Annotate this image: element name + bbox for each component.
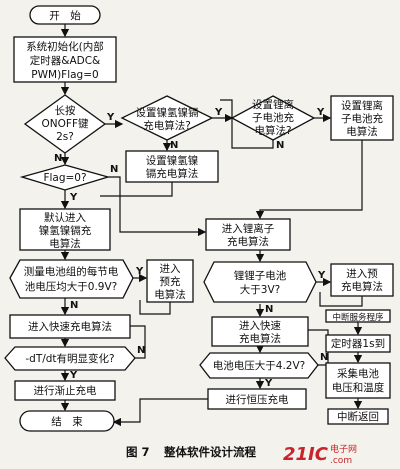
watermark-logo: 21IC xyxy=(283,444,329,465)
start-terminal xyxy=(29,5,101,25)
branch-labels: Y Y Y N N N Y N Y N N Y Y N N Y xyxy=(54,107,328,389)
init-line-1: 系统初始化(内部 xyxy=(26,40,104,53)
pre-charge-b-box xyxy=(330,263,394,297)
init-box xyxy=(13,36,117,83)
collect-line-1: 采集电池 xyxy=(337,367,379,380)
flag-decision xyxy=(19,164,111,191)
collect-line-2: 电压和温度 xyxy=(332,381,385,394)
fast-charge-a-label: 进入快速充电算法 xyxy=(28,320,112,333)
li-3v-line-1: 锂锂子电池 xyxy=(234,269,287,282)
no-label-measure: N xyxy=(70,300,78,311)
dtdt-label: -dT/dt有明显变化? xyxy=(25,352,114,365)
long-press-line-1: 长按 xyxy=(55,104,76,117)
dtdt-decision xyxy=(4,346,136,371)
no-label-dtdt: N xyxy=(137,345,145,356)
fast-charge-b-box xyxy=(211,316,309,347)
trickle-box xyxy=(14,380,116,401)
caption-title: 整体软件设计流程 xyxy=(163,445,256,459)
fast-charge-b-line-1: 进入快速 xyxy=(239,320,281,332)
init-line-2: 定时器&ADC& xyxy=(30,54,100,67)
measure-line-1: 测量电池组的每节电 xyxy=(24,265,119,278)
long-press-line-3: 2s? xyxy=(56,131,74,143)
no-label-long-press: N xyxy=(54,153,62,164)
set-li-q-line-1: 设置锂离 xyxy=(252,98,294,111)
interrupt-return-label: 中断返回 xyxy=(337,410,379,423)
pre-charge-b-line-2: 充电算法 xyxy=(341,280,383,293)
no-label-flag: N xyxy=(110,164,118,175)
timer-box xyxy=(325,334,391,353)
set-li-q-line-2: 子电池充 xyxy=(252,111,294,124)
measure-cell-decision xyxy=(9,259,134,299)
set-nicd-q-line-1: 设置镍氢镍镉 xyxy=(136,106,199,119)
default-nicd-line-2: 镍氢镍镉充 xyxy=(39,224,92,237)
start-label: 开 始 xyxy=(49,9,81,22)
yes-label-long-press: Y xyxy=(106,112,115,123)
const-voltage-box xyxy=(207,388,307,410)
pre-charge-a-box xyxy=(146,259,194,303)
yes-label-42v: Y xyxy=(264,378,273,389)
set-li-line-3: 电算法 xyxy=(346,125,378,138)
set-li-q-line-3: 电算法? xyxy=(254,124,291,137)
set-nicd-box xyxy=(125,150,219,183)
li-3v-decision xyxy=(203,261,317,303)
pre-charge-b-line-1: 进入预 xyxy=(346,268,378,280)
collect-box xyxy=(325,362,391,399)
set-li-decision xyxy=(230,95,316,141)
long-press-decision xyxy=(23,94,107,154)
li-3v-line-2: 大于3V? xyxy=(240,283,280,296)
over-4-2v-decision xyxy=(199,352,319,379)
init-line-3: PWM)Flag=0 xyxy=(31,69,98,81)
set-li-box xyxy=(330,95,394,141)
set-nicd-decision xyxy=(120,95,214,141)
pre-charge-a-line-1: 进入 xyxy=(160,263,181,275)
end-terminal xyxy=(19,410,115,432)
yes-label-nicd: Y xyxy=(214,107,223,118)
interrupt-return-box xyxy=(327,408,389,425)
end-label: 结 束 xyxy=(51,415,83,428)
yes-label-measure: Y xyxy=(135,266,144,277)
const-voltage-label: 进行恒压充电 xyxy=(226,393,289,406)
yes-label-li3v: Y xyxy=(317,270,326,281)
timer-label: 定时器1s到 xyxy=(331,337,385,350)
no-label-li: N xyxy=(276,140,284,151)
yes-label-dtdt: Y xyxy=(69,370,78,381)
caption-fig: 图 7 xyxy=(126,445,150,459)
set-li-line-1: 设置锂离 xyxy=(341,99,383,112)
no-label-nicd: N xyxy=(170,140,178,151)
interrupt-service-label: 中断服务程序 xyxy=(332,312,384,323)
default-nicd-line-1: 默认进入 xyxy=(44,211,86,224)
no-label-42v: N xyxy=(320,352,328,363)
pre-charge-a-line-2: 预充 xyxy=(160,275,181,288)
over-4-2v-label: 电池电压大于4.2V? xyxy=(213,359,305,372)
connectors xyxy=(60,24,363,427)
watermark-side-2: .com xyxy=(330,456,352,466)
trickle-label: 进行渐止充电 xyxy=(34,384,97,397)
set-li-line-2: 子电池充 xyxy=(341,112,383,125)
set-nicd-line-1: 设置镍氢镍 xyxy=(146,154,199,167)
no-label-li3v: N xyxy=(265,304,273,315)
watermark-side-1: 电子网 xyxy=(330,443,357,455)
fast-charge-a-box xyxy=(9,314,131,339)
fast-charge-b-line-2: 充电算法 xyxy=(239,332,281,345)
pre-charge-a-line-3: 电算法 xyxy=(154,288,186,301)
flag-label: Flag=0? xyxy=(43,172,86,184)
yes-label-flag: Y xyxy=(69,192,78,203)
default-nicd-line-3: 电算法 xyxy=(49,237,81,250)
default-nicd-box xyxy=(19,208,111,251)
enter-li-box xyxy=(205,218,291,251)
interrupt-service-box xyxy=(325,309,391,323)
long-press-line-2: ONOFF键 xyxy=(42,117,89,130)
set-nicd-line-2: 镉充电算法 xyxy=(146,167,199,180)
set-nicd-q-line-2: 充电算法? xyxy=(143,119,191,132)
yes-label-li: Y xyxy=(316,107,325,118)
enter-li-line-1: 进入锂离子 xyxy=(222,222,275,235)
enter-li-line-2: 充电算法 xyxy=(227,235,269,248)
measure-line-2: 池电压均大于0.9V? xyxy=(25,280,117,293)
